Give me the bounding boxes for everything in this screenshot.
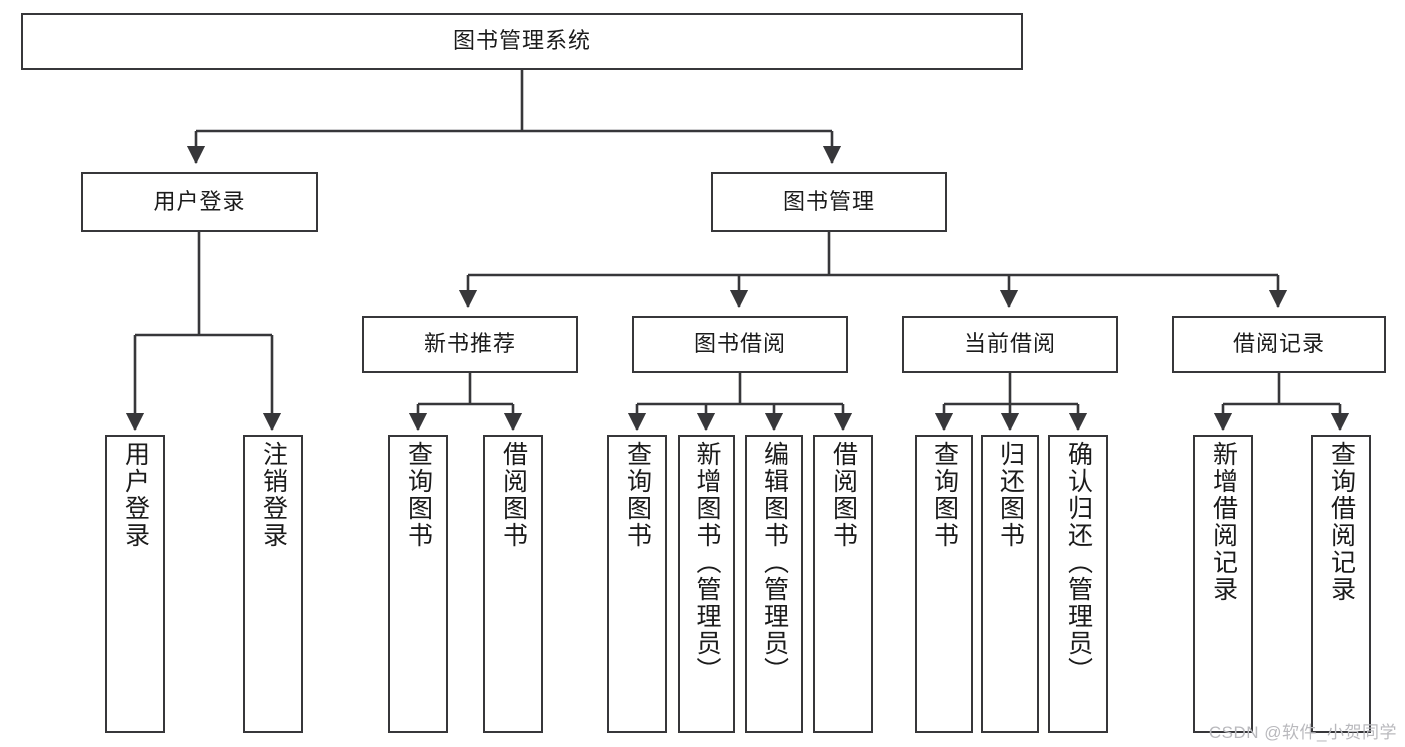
leaf-user-login-signout[interactable]: 注销登录 xyxy=(243,435,303,733)
leaf-current-query-book[interactable]: 查询图书 xyxy=(915,435,973,733)
leaf-user-login-signin[interactable]: 用户登录 xyxy=(105,435,165,733)
leaf-current-confirm-return-admin[interactable]: 确认归还（管理员） xyxy=(1048,435,1108,733)
leaf-record-add-label: 新增借阅记录 xyxy=(1209,441,1238,603)
leaf-record-query-label: 查询借阅记录 xyxy=(1327,441,1356,603)
leaf-new-book-query[interactable]: 查询图书 xyxy=(388,435,448,733)
node-book-management[interactable]: 图书管理 xyxy=(711,172,947,232)
node-borrow-record-label: 借阅记录 xyxy=(1232,331,1325,357)
leaf-new-book-query-label: 查询图书 xyxy=(404,441,433,549)
node-book-borrow[interactable]: 图书借阅 xyxy=(632,316,848,373)
leaf-borrow-query-book-label: 查询图书 xyxy=(623,441,652,549)
node-user-login[interactable]: 用户登录 xyxy=(81,172,318,232)
node-new-book-recommend[interactable]: 新书推荐 xyxy=(362,316,578,373)
leaf-borrow-borrow-book-label: 借阅图书 xyxy=(829,441,858,549)
node-root-system-label: 图书管理系统 xyxy=(452,28,591,54)
leaf-borrow-add-book-admin-label: 新增图书（管理员） xyxy=(693,441,721,684)
leaf-new-book-borrow-label: 借阅图书 xyxy=(499,441,528,549)
node-borrow-record[interactable]: 借阅记录 xyxy=(1172,316,1386,373)
leaf-borrow-edit-book-admin-label: 编辑图书（管理员） xyxy=(760,441,789,684)
node-current-borrow[interactable]: 当前借阅 xyxy=(902,316,1118,373)
node-book-borrow-label: 图书借阅 xyxy=(693,331,786,357)
leaf-borrow-edit-book-admin[interactable]: 编辑图书（管理员） xyxy=(745,435,803,733)
leaf-record-add[interactable]: 新增借阅记录 xyxy=(1193,435,1253,733)
leaf-current-query-book-label: 查询图书 xyxy=(930,441,959,549)
leaf-borrow-borrow-book[interactable]: 借阅图书 xyxy=(813,435,873,733)
leaf-new-book-borrow[interactable]: 借阅图书 xyxy=(483,435,543,733)
csdn-watermark: CSDN @软件_小贺同学 xyxy=(1208,723,1397,742)
leaf-current-return-book[interactable]: 归还图书 xyxy=(981,435,1039,733)
leaf-record-query[interactable]: 查询借阅记录 xyxy=(1311,435,1371,733)
leaf-user-login-signin-label: 用户登录 xyxy=(121,441,150,549)
node-new-book-recommend-label: 新书推荐 xyxy=(423,331,516,357)
leaf-current-return-book-label: 归还图书 xyxy=(996,441,1025,549)
node-current-borrow-label: 当前借阅 xyxy=(963,331,1056,357)
leaf-current-confirm-return-admin-label: 确认归还（管理员） xyxy=(1064,441,1093,684)
leaf-borrow-query-book[interactable]: 查询图书 xyxy=(607,435,667,733)
node-book-management-label: 图书管理 xyxy=(782,188,875,214)
node-user-login-label: 用户登录 xyxy=(153,188,246,214)
leaf-user-login-signout-label: 注销登录 xyxy=(259,441,288,549)
leaf-borrow-add-book-admin[interactable]: 新增图书（管理员） xyxy=(678,435,735,733)
node-root-system[interactable]: 图书管理系统 xyxy=(21,13,1023,70)
